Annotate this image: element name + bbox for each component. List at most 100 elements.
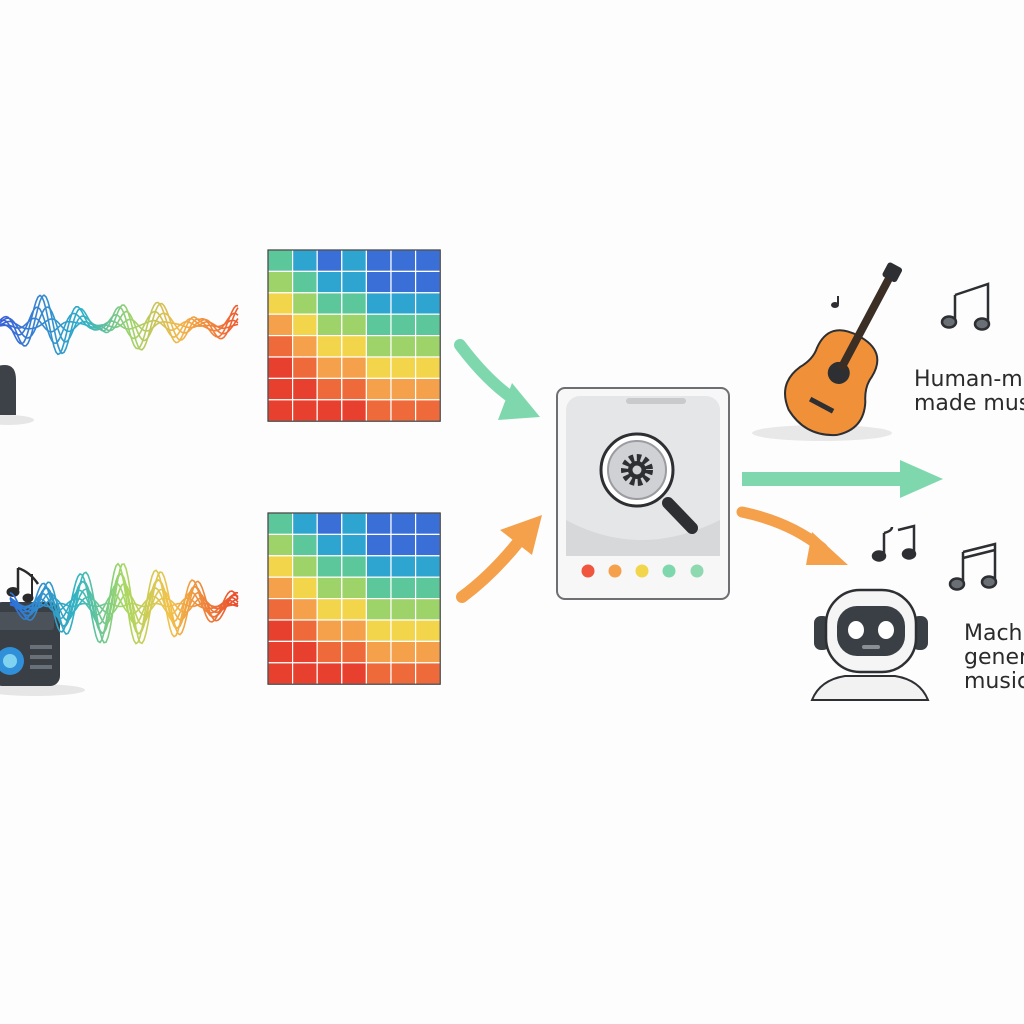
audio-waveform-top — [0, 294, 239, 356]
spectrogram-cell — [365, 313, 392, 337]
spectrogram-cell — [341, 356, 367, 379]
spectrogram-cell — [415, 555, 441, 578]
spectrogram-frame — [267, 512, 441, 685]
spectrogram-cell — [316, 576, 343, 600]
spectrogram-cell — [365, 619, 392, 642]
spectrogram-cell — [267, 662, 294, 685]
spectrogram-cell — [267, 619, 294, 642]
spectrogram-cell — [415, 356, 441, 379]
arrow-orange-out — [736, 506, 848, 565]
spectrogram-cell — [341, 619, 367, 642]
spectrogram-cell — [341, 555, 367, 578]
spectrogram-cell — [415, 597, 441, 621]
label-machine-line-2: gener — [964, 645, 1024, 670]
waveform-line — [9, 592, 239, 616]
spectrogram-cell — [316, 662, 343, 685]
spectrogram-cell — [316, 597, 343, 621]
spectrogram-cell — [365, 512, 392, 535]
status-dots — [581, 564, 704, 578]
spectrogram-cell — [292, 335, 318, 358]
spectrogram-cell — [365, 662, 392, 685]
robot-icon — [810, 588, 930, 701]
waveform-line — [9, 602, 239, 608]
spectrogram-cell — [365, 555, 392, 578]
spectrogram-cell — [415, 249, 441, 272]
music-note-icon — [6, 566, 40, 603]
spectrogram-cell — [341, 270, 367, 294]
spectrogram-cell — [292, 640, 318, 664]
spectrogram-cell — [415, 576, 441, 600]
spectrogram-cell — [390, 399, 417, 422]
spectrogram-cell — [415, 619, 441, 642]
spectrogram-cell — [415, 662, 441, 685]
spectrogram-cell — [267, 292, 294, 315]
spectrogram-cell — [390, 356, 417, 379]
spectrogram-cell — [267, 356, 294, 379]
waveform-line — [0, 306, 239, 343]
spectrogram-cell — [390, 292, 417, 315]
spectrogram-cell — [415, 512, 441, 535]
spectrogram-cell — [292, 399, 318, 422]
spectrogram-top — [267, 249, 441, 422]
label-machine-line-3: music — [964, 669, 1024, 694]
spectrogram-cell — [292, 313, 318, 337]
audio-waveform-bottom — [9, 562, 239, 645]
spectrogram-cell — [316, 640, 343, 664]
label-machine-generated-music: Mach gener music — [964, 622, 1024, 694]
spectrogram-cell — [316, 356, 343, 379]
spectrogram-cell — [316, 399, 343, 422]
status-dot — [635, 564, 649, 578]
spectrogram-cell — [415, 270, 441, 294]
arrow-green-in — [454, 339, 540, 420]
spectrogram-cell — [390, 512, 417, 535]
spectrogram-cell — [365, 292, 392, 315]
spectrogram-cell — [415, 292, 441, 315]
spectrogram-cell — [316, 533, 343, 557]
spectrogram-cell — [341, 377, 367, 401]
spectrogram-cell — [292, 576, 318, 600]
label-human-made-music: Human-m made mus — [914, 368, 1024, 416]
spectrogram-cell — [267, 576, 294, 600]
spectrogram-cell — [316, 555, 343, 578]
waveform-line — [0, 306, 239, 345]
spectrogram-cell — [292, 249, 318, 272]
spectrogram-cell — [365, 640, 392, 664]
spectrogram-cell — [267, 270, 294, 294]
spectrogram-cell — [316, 619, 343, 642]
waveform-line — [0, 294, 239, 356]
spectrogram-cell — [390, 377, 417, 401]
spectrogram-cell — [267, 512, 294, 535]
spectrogram-cell — [341, 533, 367, 557]
spectrogram-cell — [267, 640, 294, 664]
spectrogram-cell — [365, 597, 392, 621]
spectrogram-cell — [267, 377, 294, 401]
label-human-line-2: made mus — [914, 391, 1024, 416]
spectrogram-cell — [390, 533, 417, 557]
spectrogram-cell — [267, 533, 294, 557]
spectrogram-cell — [390, 662, 417, 685]
spectrogram-cell — [292, 597, 318, 621]
spectrogram-cell — [267, 313, 294, 337]
spectrogram-cell — [365, 576, 392, 600]
spectrogram-cell — [390, 270, 417, 294]
spectrogram-cell — [316, 335, 343, 358]
spectrogram-cell — [316, 270, 343, 294]
spectrogram-cell — [390, 335, 417, 358]
spectrogram-cell — [267, 335, 294, 358]
spectrogram-cell — [267, 597, 294, 621]
arrow-orange-in — [456, 515, 542, 603]
spectrogram-cell — [316, 292, 343, 315]
spectrogram-cell — [292, 292, 318, 315]
waveform-line — [9, 583, 239, 625]
spectrogram-cell — [267, 399, 294, 422]
spectrogram-cell — [390, 555, 417, 578]
status-dot — [690, 564, 704, 578]
spectrogram-cell — [415, 377, 441, 401]
spectrogram-cell — [341, 335, 367, 358]
spectrogram-cell — [316, 313, 343, 337]
spectrogram-cell — [292, 356, 318, 379]
waveform-line — [0, 318, 239, 333]
spectrogram-cell — [365, 377, 392, 401]
magnifier-gear-icon — [599, 432, 698, 534]
spectrogram-cell — [316, 512, 343, 535]
